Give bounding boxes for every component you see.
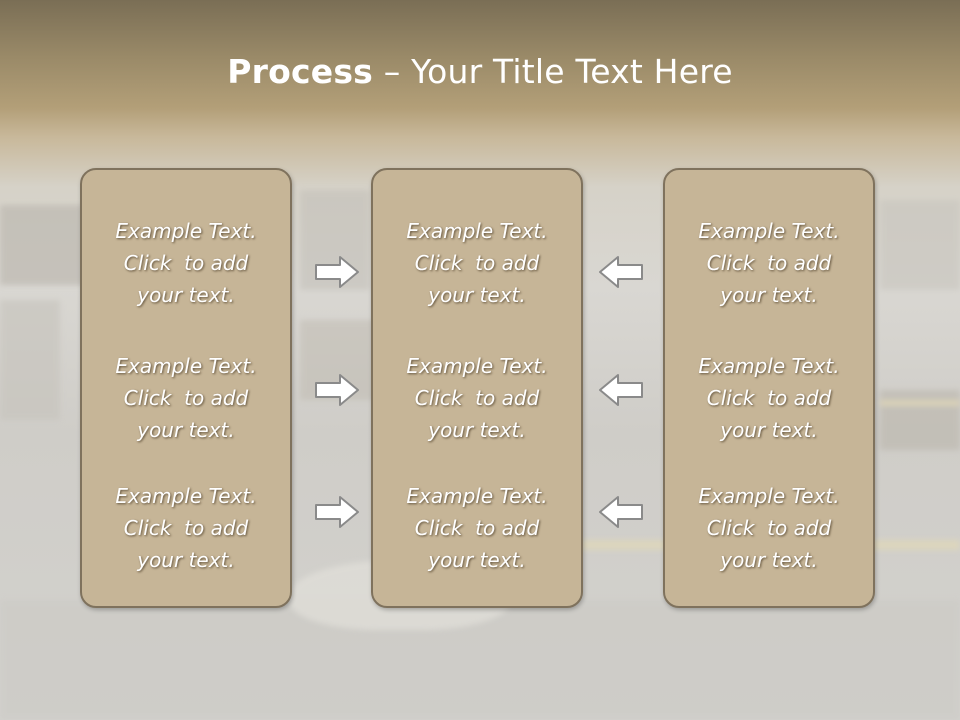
text-line: Example Text. [115,219,257,243]
process-box-left[interactable]: Example Text. Click to add your text. Ex… [80,168,292,608]
text-line: Click to add [706,386,832,410]
text-line: Click to add [414,516,540,540]
text-block[interactable]: Example Text. Click to add your text. [665,480,873,576]
background-decoration [880,200,960,290]
text-line: your text. [137,548,235,572]
text-line: your text. [428,418,526,442]
left-arrow-icon [598,494,644,530]
process-box-right[interactable]: Example Text. Click to add your text. Ex… [663,168,875,608]
text-line: Click to add [706,251,832,275]
text-line: Click to add [123,386,249,410]
background-decoration [0,205,90,285]
text-line: Click to add [414,386,540,410]
process-box-middle[interactable]: Example Text. Click to add your text. Ex… [371,168,583,608]
text-line: your text. [428,548,526,572]
text-line: your text. [720,548,818,572]
text-line: your text. [137,418,235,442]
text-line: Click to add [706,516,832,540]
text-line: Click to add [414,251,540,275]
text-block[interactable]: Example Text. Click to add your text. [373,350,581,446]
right-arrow-icon [314,372,360,408]
text-line: Example Text. [406,219,548,243]
text-block[interactable]: Example Text. Click to add your text. [373,215,581,311]
title-rest: – Your Title Text Here [373,52,733,91]
background-decoration [880,400,960,406]
text-line: Example Text. [406,484,548,508]
text-line: Example Text. [698,484,840,508]
title-bold: Process [227,52,374,91]
text-line: your text. [720,283,818,307]
text-block[interactable]: Example Text. Click to add your text. [665,350,873,446]
right-arrow-icon [314,494,360,530]
text-line: Click to add [123,516,249,540]
background-decoration [880,390,960,450]
text-line: Example Text. [698,219,840,243]
text-block[interactable]: Example Text. Click to add your text. [82,480,290,576]
text-block[interactable]: Example Text. Click to add your text. [665,215,873,311]
text-line: your text. [720,418,818,442]
text-line: Example Text. [115,484,257,508]
slide-title[interactable]: Process – Your Title Text Here [0,52,960,91]
text-line: Example Text. [406,354,548,378]
left-arrow-icon [598,372,644,408]
right-arrow-icon [314,254,360,290]
text-line: Click to add [123,251,249,275]
text-line: your text. [428,283,526,307]
text-block[interactable]: Example Text. Click to add your text. [82,350,290,446]
background-decoration [0,300,60,420]
text-line: Example Text. [115,354,257,378]
text-block[interactable]: Example Text. Click to add your text. [82,215,290,311]
text-block[interactable]: Example Text. Click to add your text. [373,480,581,576]
text-line: your text. [137,283,235,307]
text-line: Example Text. [698,354,840,378]
left-arrow-icon [598,254,644,290]
